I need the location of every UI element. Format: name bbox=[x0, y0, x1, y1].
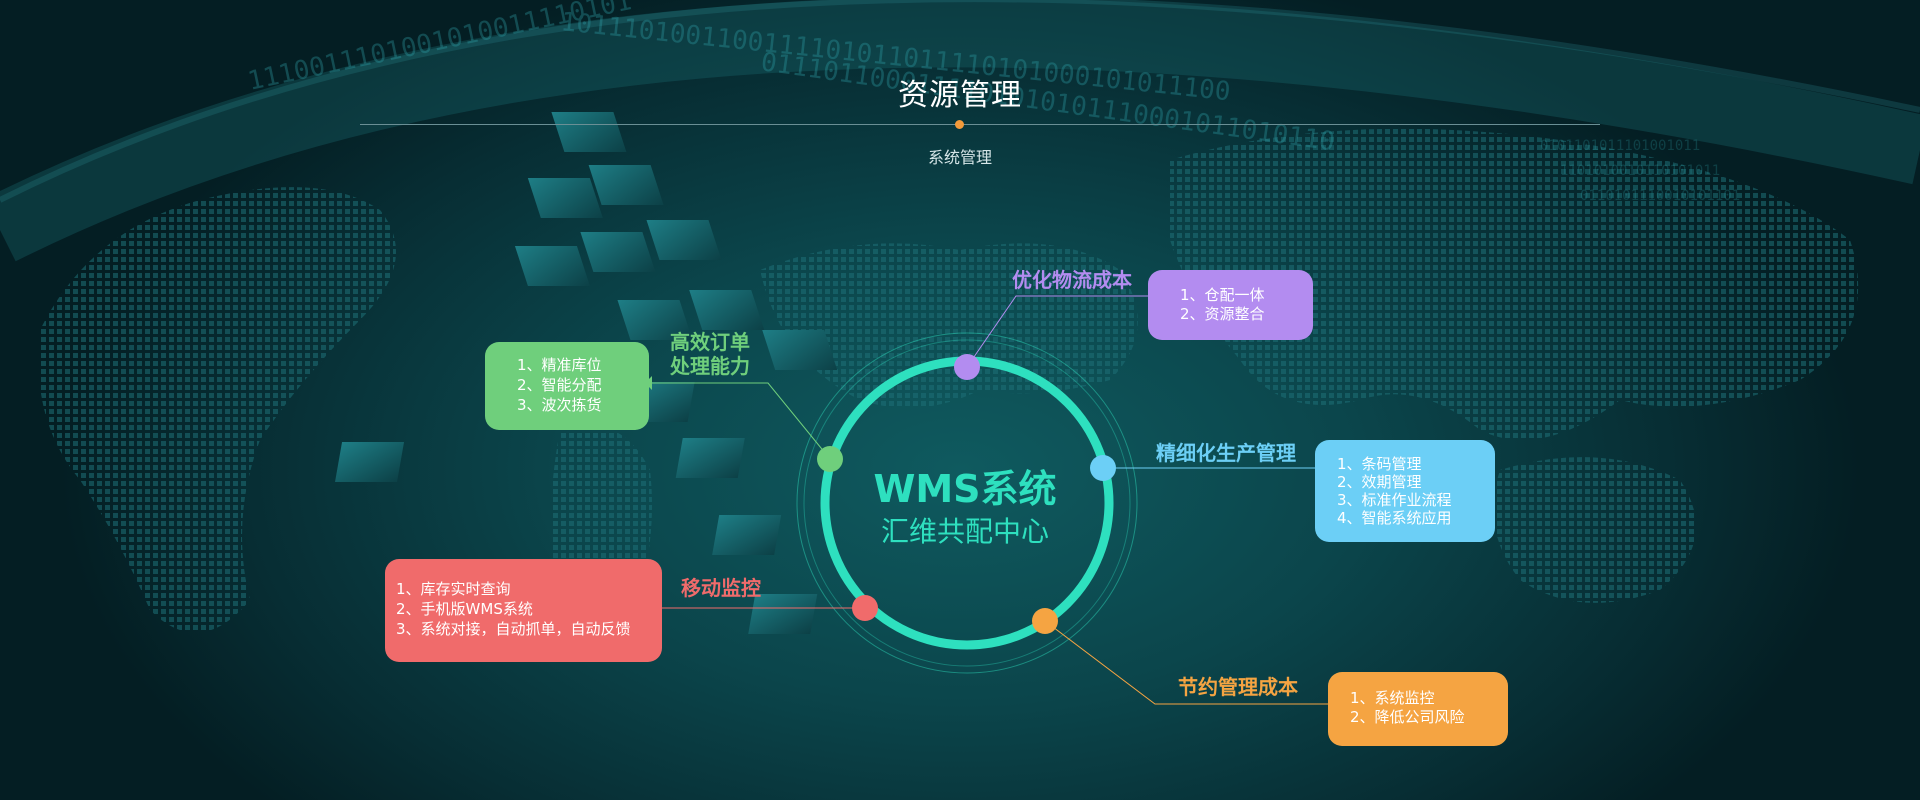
list-item: 2、手机版WMS系统 bbox=[396, 600, 533, 618]
node-label-logistics-cost: 优化物流成本 bbox=[1012, 268, 1132, 292]
list-item: 1、系统监控 bbox=[1350, 689, 1435, 707]
node-dot-save-cost bbox=[1032, 608, 1058, 634]
node-label-mobile-monitor: 移动监控 bbox=[681, 576, 761, 600]
list-item: 4、智能系统应用 bbox=[1337, 509, 1452, 527]
outer-ring-thin bbox=[796, 332, 1138, 674]
node-box-save-cost: 1、系统监控 2、降低公司风险 bbox=[1328, 672, 1508, 746]
list-item: 1、条码管理 bbox=[1337, 455, 1422, 473]
center-title: WMS系统 bbox=[873, 467, 1057, 511]
node-dot-mobile-monitor bbox=[852, 595, 878, 621]
page-subtitle: 系统管理 bbox=[927, 148, 992, 167]
list-item: 1、库存实时查询 bbox=[396, 580, 511, 598]
header-divider bbox=[360, 124, 1600, 125]
node-box-order-processing: 1、精准库位 2、智能分配 3、波次拣货 bbox=[485, 342, 649, 430]
list-item: 2、资源整合 bbox=[1180, 305, 1265, 323]
list-item: 3、波次拣货 bbox=[517, 396, 602, 414]
node-label-order-processing-line2: 处理能力 bbox=[670, 354, 750, 378]
node-dot-production-mgmt bbox=[1090, 455, 1116, 481]
node-box-mobile-monitor: 1、库存实时查询 2、手机版WMS系统 3、系统对接，自动抓单，自动反馈 bbox=[385, 559, 662, 662]
node-label-order-processing-line1: 高效订单 bbox=[670, 330, 750, 354]
outer-ring-thin-2 bbox=[803, 339, 1131, 667]
connector-logistics-cost bbox=[966, 295, 1148, 368]
list-item: 2、效期管理 bbox=[1337, 473, 1422, 491]
svg-text:1101010010110101011: 1101010010110101011 bbox=[1560, 163, 1720, 179]
node-label-save-cost: 节约管理成本 bbox=[1178, 675, 1298, 699]
center-subtitle: 汇维共配中心 bbox=[880, 515, 1049, 548]
list-item: 2、降低公司风险 bbox=[1350, 708, 1465, 726]
node-dot-logistics-cost bbox=[954, 354, 980, 380]
connector-order-processing bbox=[645, 382, 831, 460]
list-item: 2、智能分配 bbox=[517, 376, 602, 394]
header-divider-dot bbox=[955, 120, 964, 129]
node-box-logistics-cost: 1、仓配一体 2、资源整合 bbox=[1148, 270, 1313, 340]
list-item: 3、系统对接，自动抓单，自动反馈 bbox=[396, 620, 631, 638]
svg-text:0101101011101001011: 0101101011101001011 bbox=[1540, 138, 1700, 154]
svg-text:0110101110010101101: 0110101110010101101 bbox=[1580, 188, 1740, 204]
connector-save-cost bbox=[1044, 620, 1328, 705]
node-label-production-mgmt: 精细化生产管理 bbox=[1156, 441, 1296, 465]
page-title: 资源管理 bbox=[898, 78, 1022, 113]
node-box-production-mgmt: 1、条码管理 2、效期管理 3、标准作业流程 4、智能系统应用 bbox=[1315, 440, 1495, 542]
node-dot-order-processing bbox=[817, 446, 843, 472]
list-item: 3、标准作业流程 bbox=[1337, 491, 1452, 509]
list-item: 1、精准库位 bbox=[517, 356, 602, 374]
list-item: 1、仓配一体 bbox=[1180, 286, 1265, 304]
